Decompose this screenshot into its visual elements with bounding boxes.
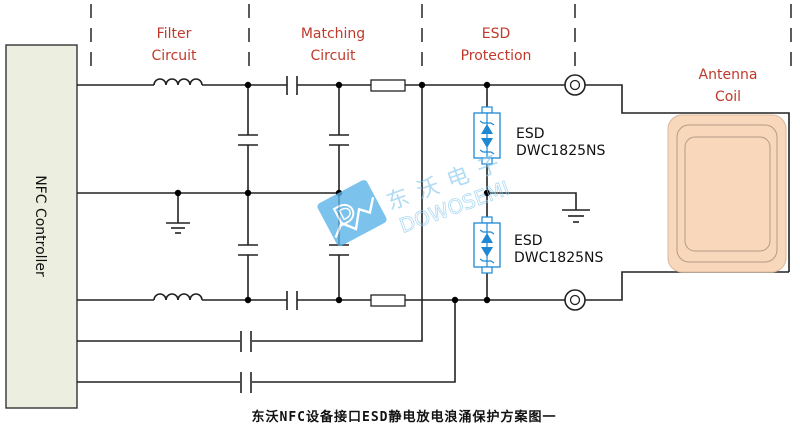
series-capacitor-bottom <box>286 291 298 310</box>
junction-node <box>244 296 252 304</box>
inductor-top <box>153 78 203 86</box>
connector-bottom <box>564 289 586 311</box>
section-label-antenna-1: Antenna <box>699 67 758 83</box>
nfc-controller: NFC Controller <box>5 44 78 409</box>
resistor-top <box>370 79 406 92</box>
coupling-capacitor-rx2 <box>240 372 252 393</box>
section-label-matching-2: Circuit <box>310 48 356 64</box>
section-dividers <box>90 4 792 66</box>
esd-device-2 <box>473 216 501 274</box>
junction-node <box>335 81 343 89</box>
esd-1-label-line2: DWC1825NS <box>516 143 606 159</box>
section-label-filter-1: Filter <box>157 26 192 42</box>
ground-symbol-right <box>562 209 590 223</box>
junction-node <box>483 81 491 89</box>
junction-node <box>174 189 182 197</box>
bottom-signal-line <box>77 271 789 311</box>
diagram-caption: 东沃NFC设备接口ESD静电放电浪涌保护方案图一 <box>252 409 557 425</box>
series-capacitor-top <box>286 76 298 95</box>
section-label-esd-1: ESD <box>482 26 511 42</box>
junction-node <box>483 296 491 304</box>
junction-node <box>418 81 426 89</box>
section-label-esd-2: Protection <box>461 48 532 64</box>
section-label-antenna-2: Coil <box>715 89 741 105</box>
junction-node <box>451 296 459 304</box>
antenna-coil <box>667 114 787 273</box>
junction-node <box>335 296 343 304</box>
rx-line-1 <box>77 85 423 342</box>
junction-node <box>483 189 491 197</box>
esd-device-1 <box>473 106 501 165</box>
connector-top <box>564 74 586 96</box>
resistor-bottom <box>370 294 406 307</box>
junction-node <box>244 189 252 197</box>
section-label-matching-1: Matching <box>301 26 365 42</box>
rx-line-2 <box>77 300 456 383</box>
esd-2-label-line1: ESD <box>514 233 543 249</box>
esd-1-label-line1: ESD <box>516 126 545 142</box>
controller-label: NFC Controller <box>32 175 48 277</box>
controller-box <box>5 44 78 409</box>
coupling-capacitor-rx1 <box>240 331 252 352</box>
watermark-logo-icon <box>317 180 387 246</box>
junction-node <box>244 81 252 89</box>
section-label-filter-2: Circuit <box>151 48 197 64</box>
ground-symbol-left <box>166 193 190 234</box>
inductor-bottom <box>153 293 203 301</box>
esd-2-label-line2: DWC1825NS <box>514 250 604 266</box>
